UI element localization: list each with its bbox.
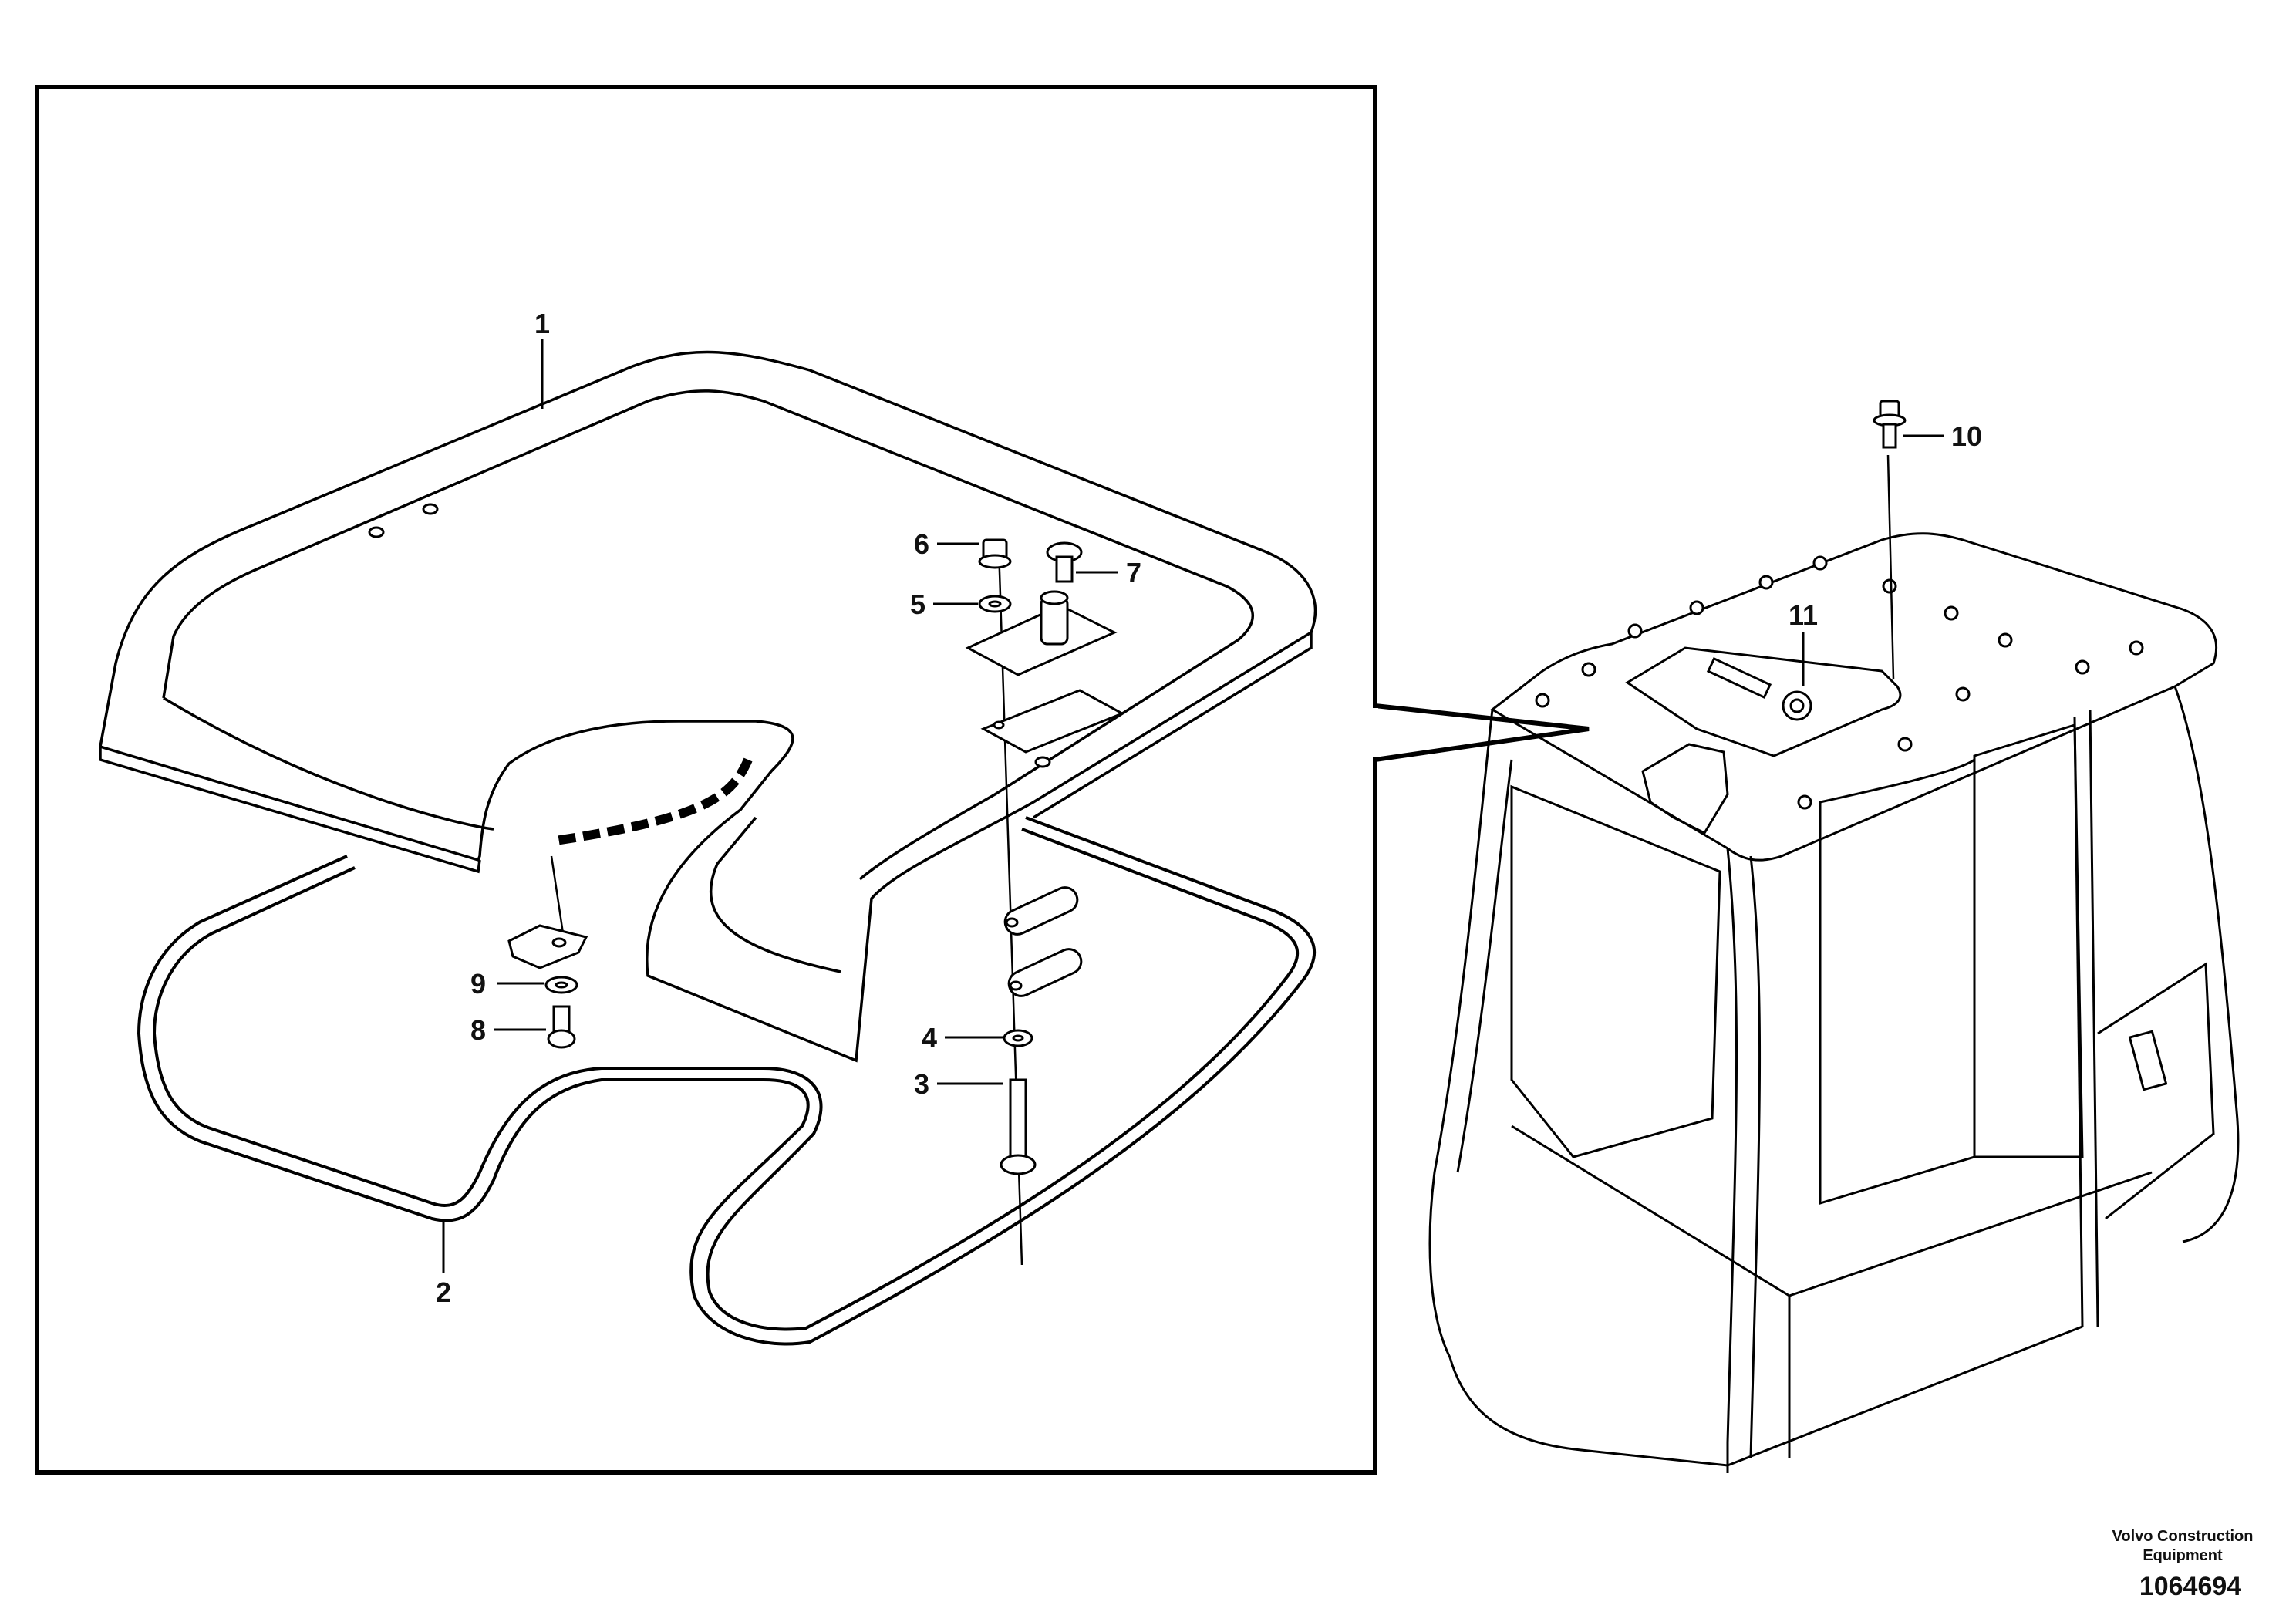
cab-bolt-10 — [1873, 400, 1907, 679]
callout-3: 3 — [914, 1068, 929, 1100]
callout-6: 6 — [914, 528, 929, 560]
callout-4: 4 — [922, 1022, 937, 1054]
detail-pointer — [1374, 703, 1590, 762]
drawing-number: 1064694 — [2139, 1572, 2242, 1601]
cab-roof-bolts — [1535, 555, 2144, 810]
pointer-gap — [1372, 708, 1378, 757]
callout-11: 11 — [1789, 599, 1818, 631]
leader-lines — [442, 339, 1944, 1273]
hardware-stack-right — [965, 538, 1125, 1266]
cab-frame — [1428, 532, 2240, 1473]
callout-7: 7 — [1126, 557, 1141, 588]
callout-8: 8 — [470, 1014, 486, 1046]
hardware-stack-left — [507, 855, 588, 1049]
roof-bolts — [368, 503, 1051, 768]
roof-seal — [137, 757, 1317, 1346]
callout-10: 10 — [1951, 420, 1982, 452]
roof-panel — [98, 350, 1317, 1063]
callout-9: 9 — [470, 968, 486, 1000]
cab-bolt-11 — [1706, 656, 1812, 721]
detail-frame — [35, 85, 1377, 1475]
callout-2: 2 — [436, 1276, 451, 1308]
callout-5: 5 — [910, 588, 925, 620]
callout-1: 1 — [534, 308, 550, 339]
company-name: Volvo Construction Equipment — [2112, 1528, 2254, 1564]
